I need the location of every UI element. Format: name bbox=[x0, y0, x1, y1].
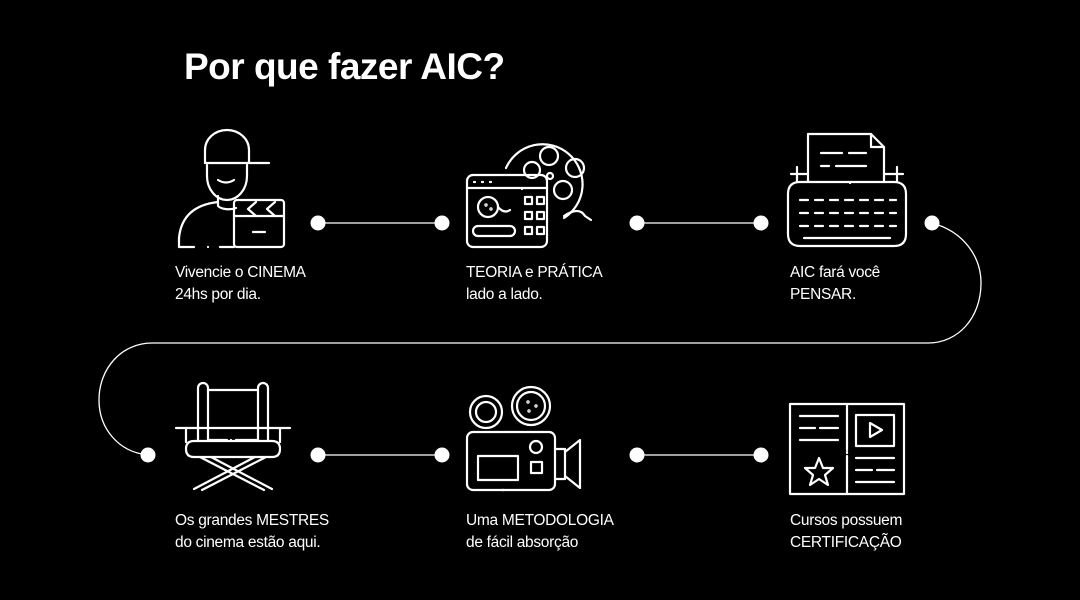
step-caption-line: Uma METODOLOGIA bbox=[466, 512, 614, 529]
step-caption-line: 24hs por dia. bbox=[175, 286, 261, 303]
step-caption-line: Cursos possuem bbox=[790, 512, 903, 529]
step-caption-line: TEORIA e PRÁTICA bbox=[466, 264, 603, 281]
connector-dot bbox=[310, 447, 326, 463]
step-caption-line: Vivencie o CINEMA bbox=[175, 264, 306, 281]
connector-dot bbox=[753, 447, 769, 463]
connector-dot bbox=[140, 447, 156, 463]
connector-dot bbox=[924, 215, 940, 231]
step-caption-line: AIC fará você bbox=[790, 264, 881, 281]
step-caption-line: CERTIFICAÇÃO bbox=[790, 534, 902, 551]
step-caption-5: Uma METODOLOGIA de fácil absorção bbox=[466, 510, 614, 554]
connector-dot bbox=[753, 215, 769, 231]
step-caption-line: PENSAR. bbox=[790, 286, 856, 303]
connector-curve-left bbox=[98, 342, 153, 456]
connector-dot bbox=[434, 447, 450, 463]
step-caption-line: do cinema estão aqui. bbox=[175, 534, 321, 551]
step-caption-1: Vivencie o CINEMA 24hs por dia. bbox=[175, 262, 306, 306]
connector-dot bbox=[629, 447, 645, 463]
step-caption-line: lado a lado. bbox=[466, 286, 543, 303]
step-caption-line: de fácil absorção bbox=[466, 534, 579, 551]
movie-camera-icon bbox=[465, 385, 582, 492]
step-caption-6: Cursos possuem CERTIFICAÇÃO bbox=[790, 510, 902, 554]
step-caption-line: Os grandes MESTRES bbox=[175, 512, 329, 529]
director-clapperboard-icon bbox=[177, 128, 286, 249]
connector-dot bbox=[629, 215, 645, 231]
typewriter-icon bbox=[786, 132, 908, 248]
director-chair-icon bbox=[174, 381, 292, 492]
film-reel-app-icon bbox=[465, 143, 593, 249]
step-caption-3: AIC fará você PENSAR. bbox=[790, 262, 880, 306]
page-title: Por que fazer AIC? bbox=[184, 46, 505, 87]
connector-dot bbox=[434, 215, 450, 231]
certificate-book-icon bbox=[788, 402, 906, 496]
step-caption-4: Os grandes MESTRES do cinema estão aqui. bbox=[175, 510, 329, 554]
connector-curve-right bbox=[152, 222, 982, 344]
step-caption-2: TEORIA e PRÁTICA lado a lado. bbox=[466, 262, 603, 306]
connector-dot bbox=[310, 215, 326, 231]
